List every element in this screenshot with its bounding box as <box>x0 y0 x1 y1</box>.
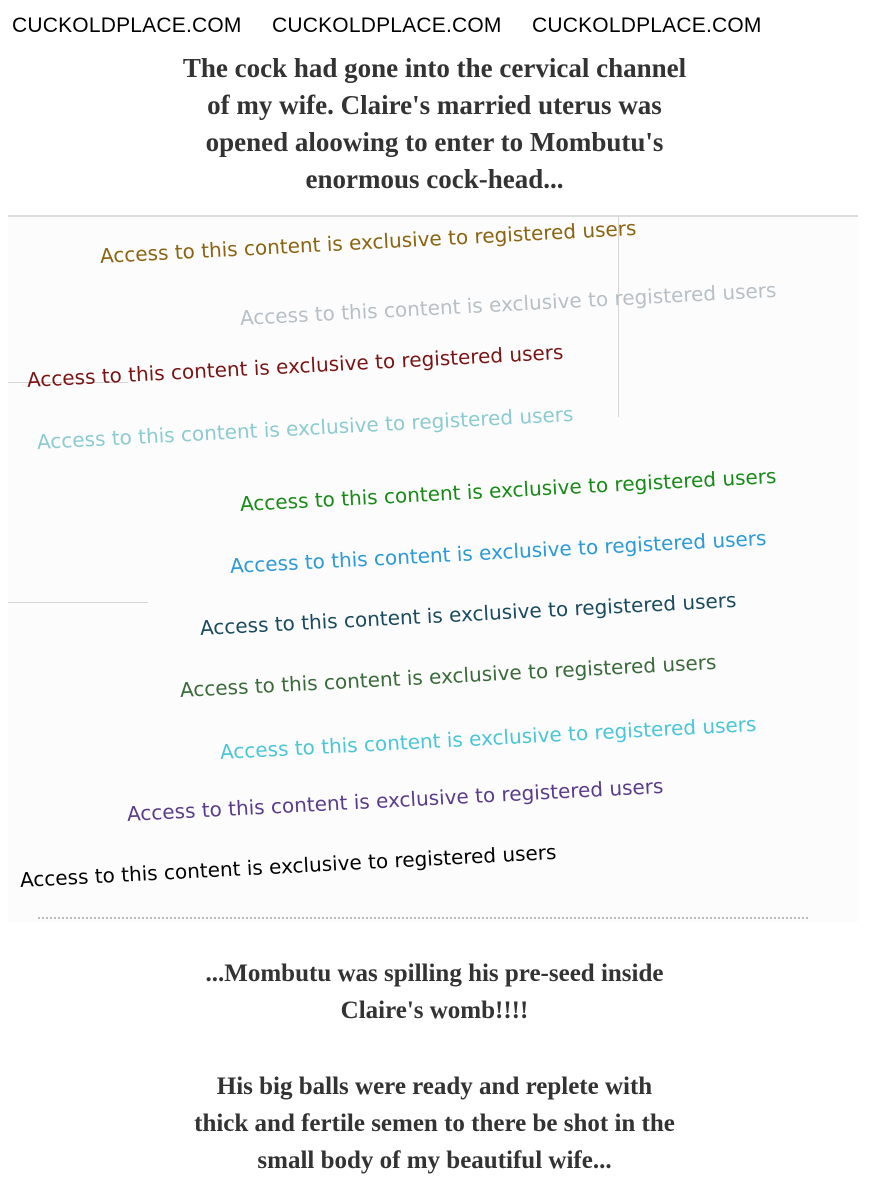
caption-line: His big balls were ready and replete wit… <box>216 1073 653 1100</box>
caption-line: enormous cock-head... <box>305 164 564 194</box>
site-name: CUCKOLDPLACE.COM <box>12 14 242 37</box>
caption-line: small body of my beautiful wife... <box>257 1147 612 1174</box>
caption-bottom: His big balls were ready and replete wit… <box>0 1068 869 1179</box>
caption-line: opened aloowing to enter to Mombutu's <box>205 127 664 157</box>
caption-line: Claire's womb!!!! <box>340 997 529 1024</box>
caption-line: thick and fertile semen to there be shot… <box>194 1110 675 1137</box>
caption-line: ...Mombutu was spilling his pre-seed ins… <box>205 960 664 987</box>
site-name: CUCKOLDPLACE.COM <box>272 14 502 37</box>
caption-top: The cock had gone into the cervical chan… <box>0 50 869 198</box>
caption-line: The cock had gone into the cervical chan… <box>182 53 687 83</box>
caption-middle: ...Mombutu was spilling his pre-seed ins… <box>0 955 869 1029</box>
caption-line: of my wife. Claire's married uterus was <box>207 90 662 120</box>
illustration-area <box>8 215 858 922</box>
site-name: CUCKOLDPLACE.COM <box>532 14 762 37</box>
